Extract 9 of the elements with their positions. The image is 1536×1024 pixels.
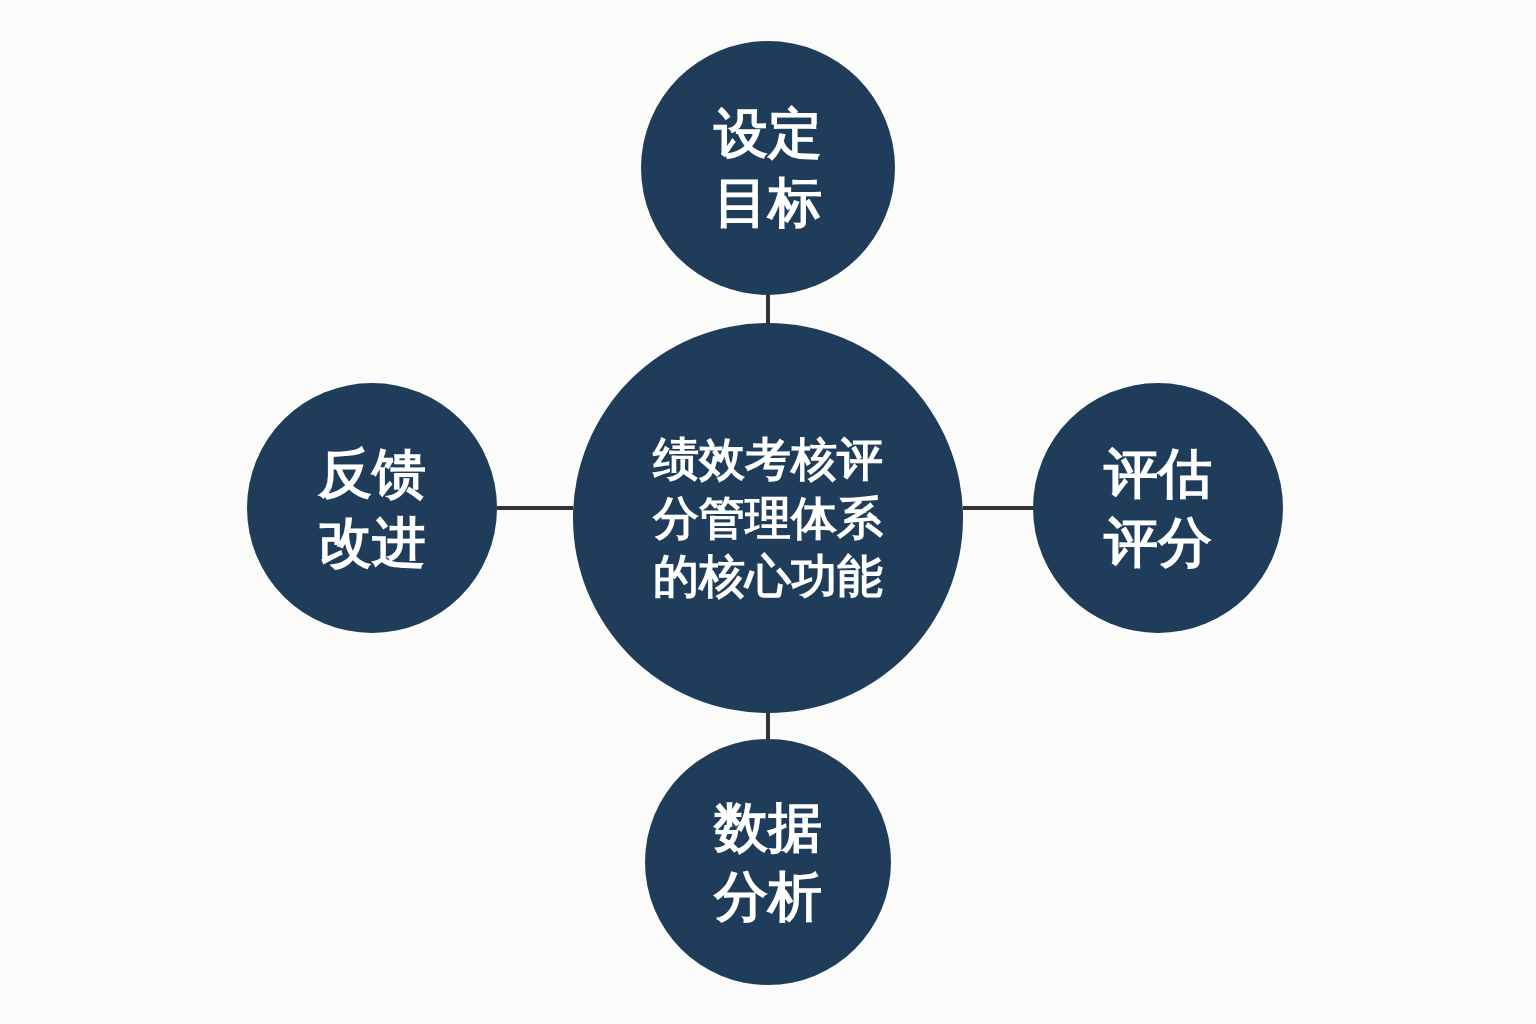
connector-line [497, 506, 574, 510]
node-label: 反馈改进 [316, 440, 427, 576]
connector-line [962, 506, 1033, 510]
node-label: 设定目标 [712, 100, 823, 236]
node-label: 数据分析 [712, 794, 823, 930]
connector-line [766, 713, 770, 739]
node-label: 评估评分 [1102, 440, 1213, 576]
node-label: 绩效考核评分管理体系的核心功能 [651, 430, 884, 606]
connector-line [766, 295, 770, 323]
